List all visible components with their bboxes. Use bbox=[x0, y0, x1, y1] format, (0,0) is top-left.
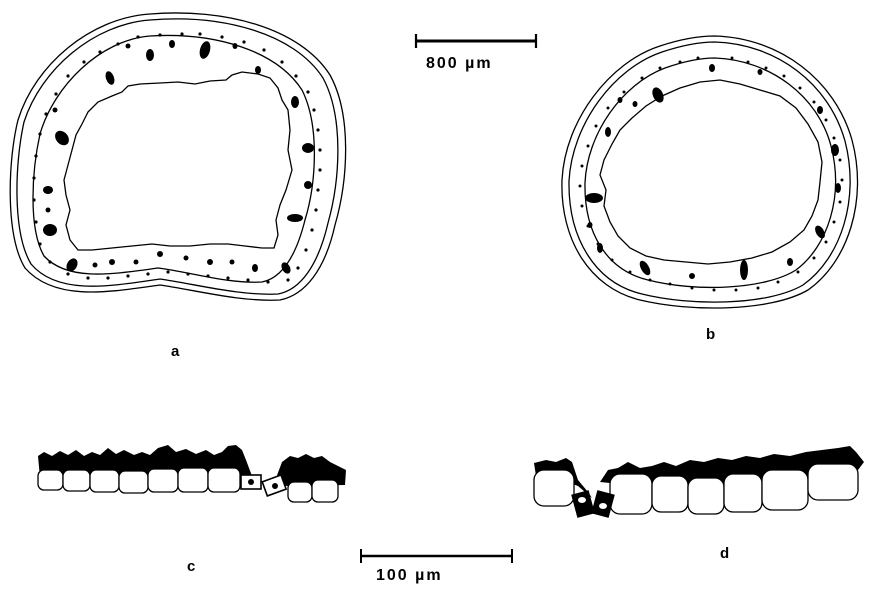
scale-label-100: 100 µm bbox=[376, 567, 443, 585]
epidermis-strip-c bbox=[38, 445, 346, 502]
lumen-a bbox=[64, 72, 292, 250]
scale-label-800: 800 µm bbox=[426, 55, 493, 73]
stomata-c bbox=[241, 475, 286, 496]
epidermis-strip-d bbox=[534, 446, 864, 518]
panel-label-a: a bbox=[171, 343, 179, 360]
scale-bar-100 bbox=[361, 549, 512, 563]
inner-layer-a bbox=[33, 35, 314, 282]
vascular-bundles-a bbox=[43, 40, 314, 275]
cross-section-b bbox=[562, 36, 858, 308]
panel-label-b: b bbox=[706, 326, 715, 343]
lumen-b bbox=[600, 80, 822, 264]
cross-section-a bbox=[10, 13, 345, 300]
scale-bar-800 bbox=[416, 34, 536, 48]
outer-wall-b bbox=[562, 36, 858, 308]
stomata-d bbox=[571, 490, 615, 518]
fiber-dot-ring-b bbox=[579, 57, 844, 292]
panel-label-d: d bbox=[720, 545, 729, 562]
small-bundles-a bbox=[46, 44, 235, 268]
outer-wall-a bbox=[10, 13, 345, 300]
inner-layer-b bbox=[585, 58, 836, 287]
panel-label-c: c bbox=[187, 558, 195, 575]
